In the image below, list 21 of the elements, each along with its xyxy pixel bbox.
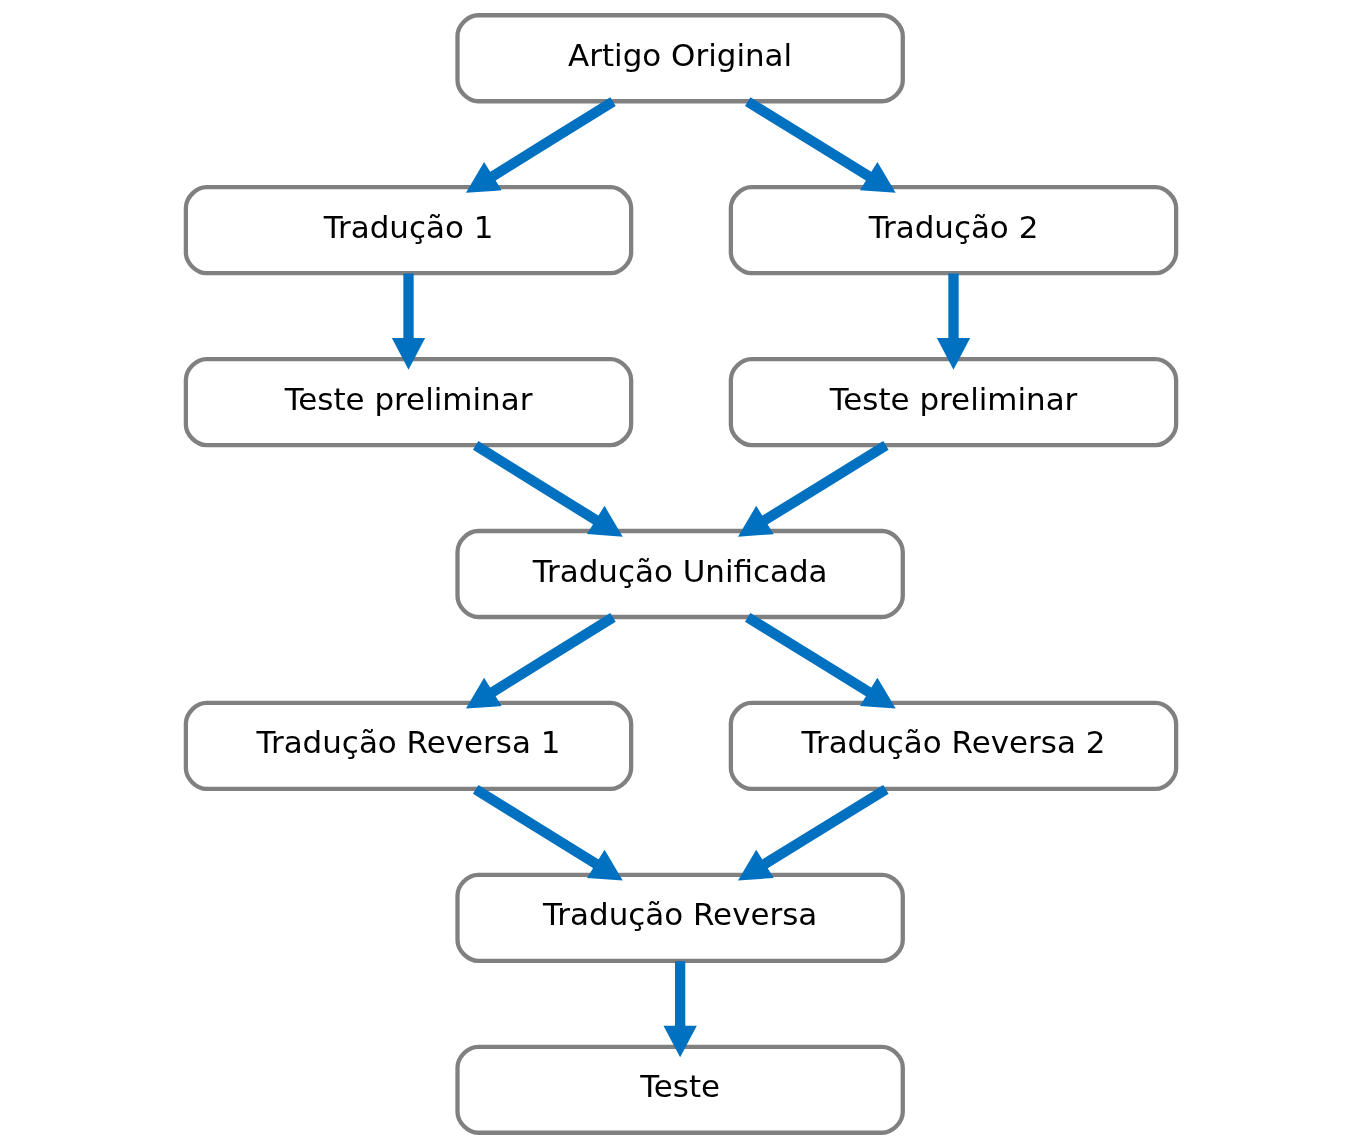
- node-box: Teste preliminar: [728, 356, 1179, 448]
- arrow: [745, 97, 896, 193]
- node-box: Tradução Reversa: [455, 872, 905, 963]
- arrow: [465, 612, 616, 709]
- arrow: [472, 441, 623, 537]
- arrow: [745, 612, 896, 709]
- arrow: [465, 97, 616, 193]
- arrow: [663, 961, 697, 1058]
- node-box: Tradução Unificada: [455, 528, 905, 620]
- node-box: Tradução Reversa 2: [728, 700, 1179, 792]
- node-box: Tradução Reversa 1: [183, 700, 634, 792]
- node-box: Artigo Original: [455, 13, 905, 104]
- arrow: [391, 273, 426, 370]
- arrow: [936, 273, 971, 370]
- arrow: [737, 784, 889, 881]
- node-box: Teste preliminar: [183, 356, 634, 448]
- node-box: Tradução 1: [183, 185, 634, 276]
- arrow: [472, 784, 623, 881]
- node-box: Tradução 2: [728, 185, 1179, 276]
- node-box: Teste: [455, 1044, 905, 1135]
- arrow: [737, 441, 889, 537]
